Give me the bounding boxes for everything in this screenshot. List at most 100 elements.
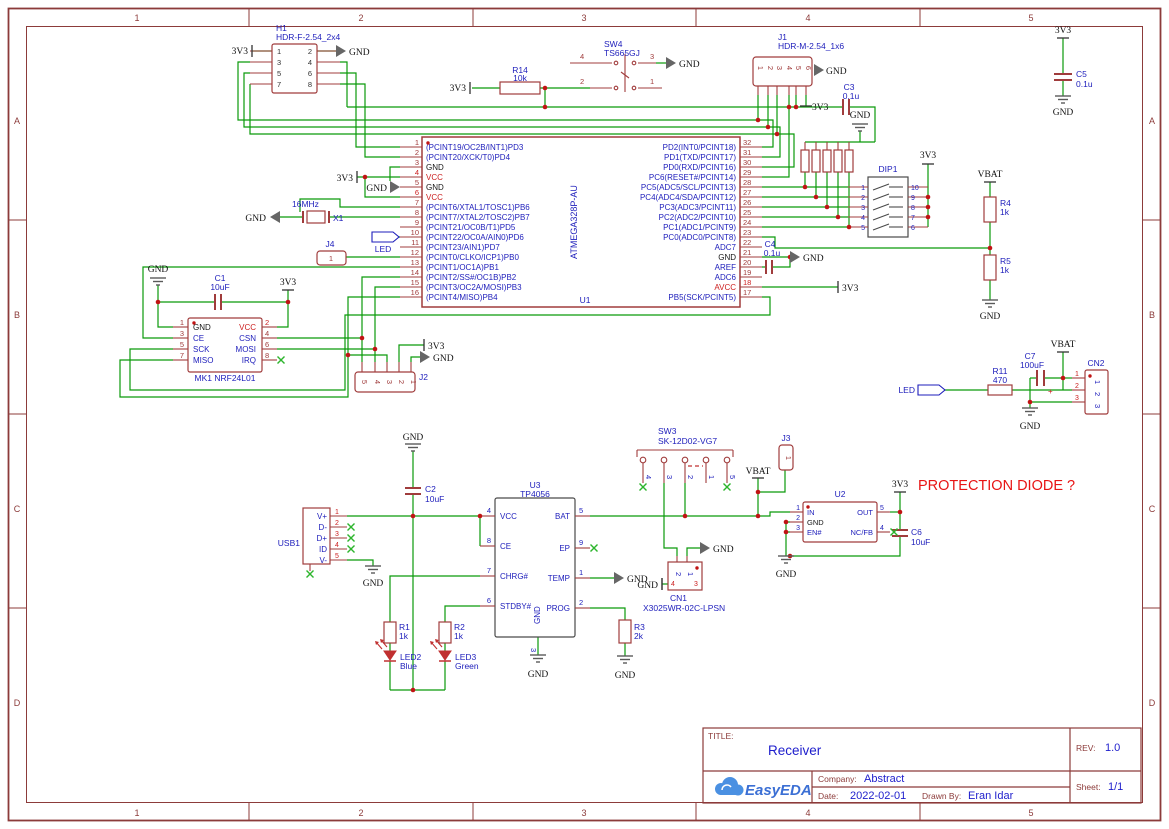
value-label: 2k (634, 631, 644, 641)
pin-number: 2 (308, 47, 312, 56)
pin-name: EP (559, 544, 570, 553)
value-label: HDR-M-2.54_1x6 (778, 41, 844, 51)
pin-name: (PCINT2/SS#/OC1B)PB2 (426, 273, 517, 282)
ref-label: U3 (530, 480, 541, 490)
junction-dot (345, 352, 351, 358)
x1-crystal[interactable]: 16MHz X1 (292, 199, 344, 224)
pin-number: 30 (743, 158, 751, 167)
resistor-network[interactable] (800, 142, 854, 173)
mk1-nrf24l01-module[interactable]: MK1 NRF24L01 (187, 317, 263, 383)
pin-number: 22 (743, 238, 751, 247)
title-block: TITLE: Receiver REV: 1.0 Company: Abstra… (702, 727, 1142, 804)
pin-number: 3 (861, 205, 865, 212)
c4-capacitor[interactable]: C4 0.1u (764, 239, 781, 274)
pin-name: V- (319, 556, 327, 565)
ref-label: USB1 (278, 538, 300, 548)
r14-resistor[interactable]: R14 10k (499, 65, 541, 95)
rev-label: REV: (1076, 743, 1096, 753)
r4-resistor[interactable]: R4 1k (983, 196, 1011, 223)
gnd-flag (390, 181, 400, 193)
c6-capacitor[interactable]: C6 10uF (892, 527, 930, 547)
led2-diode[interactable]: LED2 Blue (375, 639, 422, 671)
value-label: 10uF (210, 282, 229, 292)
value-label: SK-12D02-VG7 (658, 436, 717, 446)
h1-header[interactable]: H1 HDR-F-2.54_2x4 (271, 23, 341, 94)
value-label: 1k (454, 631, 464, 641)
pin-number: 3 (665, 475, 674, 479)
pin-number: 13 (411, 258, 419, 267)
drawn-by-value: Eran Idar (968, 790, 1014, 802)
value-label: Blue (400, 661, 417, 671)
c2-capacitor[interactable]: C2 10uF (405, 484, 444, 504)
j4-header[interactable]: J4 1 (316, 239, 347, 266)
r5-resistor[interactable]: R5 1k (983, 254, 1011, 281)
pin-name: PB5(SCK/PCINT5) (668, 293, 736, 302)
pin-number: 2 (580, 77, 584, 86)
svg-text:3V3: 3V3 (232, 47, 249, 57)
value-label: 10k (513, 73, 527, 83)
r11-resistor[interactable]: R11 470 (987, 366, 1013, 396)
pin-name: VCC (426, 173, 443, 182)
pin-number: 14 (411, 268, 419, 277)
led-netflag-cn2[interactable]: LED (898, 384, 946, 396)
junction-dot (755, 117, 761, 123)
j3-header[interactable]: J3 1 (778, 433, 794, 471)
c1-capacitor[interactable]: C1 10uF (210, 273, 230, 310)
pin-number: 6 (804, 66, 813, 70)
pin-name: PC3(ADC3/PCINT11) (659, 203, 736, 212)
j2-header[interactable]: J2 5 4 3 2 1 (354, 362, 428, 393)
svg-text:1: 1 (134, 13, 139, 23)
pin-number: 1 (1075, 371, 1079, 378)
pin-number: 5 (360, 380, 369, 384)
pin-name: VCC (239, 323, 256, 332)
led-netflag-u1[interactable]: LED (371, 231, 400, 254)
u2-regulator[interactable]: U2 (802, 489, 878, 543)
svg-text:GND: GND (803, 254, 824, 264)
sw3-slide-switch[interactable]: SW3 SK-12D02-VG7 4 3 2 1 5 (636, 426, 737, 483)
pin-number: 5 (728, 475, 737, 479)
no-connect-x (347, 523, 355, 531)
ref-label: C5 (1076, 69, 1087, 79)
pin-number: 10 (411, 228, 419, 237)
pin-number: 5 (794, 66, 803, 70)
pin-name: (PCINT0/CLKO/ICP1)PB0 (426, 253, 519, 262)
pin-name: PD0(RXD/PCINT16) (663, 163, 736, 172)
dip1-switch[interactable]: DIP1 (867, 164, 909, 238)
r1-resistor[interactable]: R1 1k (383, 621, 410, 644)
svg-text:3V3: 3V3 (812, 103, 829, 113)
c7-capacitor[interactable]: C7 100uF + (1020, 351, 1053, 396)
pin-name: PC5(ADC5/SCL/PCINT13) (641, 183, 736, 192)
value-label: 1k (1000, 265, 1010, 275)
svg-text:GND: GND (366, 184, 387, 194)
r2-resistor[interactable]: R2 1k (438, 621, 465, 644)
junction-dot (987, 245, 993, 251)
led3-diode[interactable]: LED3 Green (430, 639, 479, 671)
c5-capacitor[interactable]: C5 0.1u (1054, 69, 1093, 89)
sw4-button[interactable]: SW4 TS665GJ 4 3 2 1 (570, 39, 662, 92)
svg-text:1: 1 (134, 808, 139, 818)
pin-number: 8 (415, 208, 419, 217)
junction-dot (813, 194, 819, 200)
pin-name: CE (500, 542, 511, 551)
ref-label: J3 (782, 433, 791, 443)
pin-name: AVCC (714, 283, 736, 292)
c3-capacitor[interactable]: C3 0.1u (842, 82, 860, 115)
pin-name: CE (193, 334, 204, 343)
u3-tp4056[interactable]: U3 TP4056 GND 3 (494, 480, 576, 652)
junction-dot (765, 124, 771, 130)
j1-header[interactable]: J1 HDR-M-2.54_1x6 1 2 3 4 5 6 (752, 32, 844, 95)
pin-name: (PCINT3/OC2A/MOSI)PB3 (426, 283, 522, 292)
value-label: 0.1u (843, 91, 860, 101)
r3-resistor[interactable]: R3 2k (618, 619, 645, 644)
net-labels: 3V3 3V3 3V3 3V3 3V3 3V3 3V3 3V3 3V3 3V3 … (148, 26, 1076, 681)
svg-text:VBAT: VBAT (978, 170, 1003, 180)
cn2-connector[interactable]: CN2 1 2 3 (1084, 358, 1109, 415)
pin-name: D- (319, 523, 328, 532)
pin-number: 5 (579, 506, 583, 515)
value-label: 1k (1000, 207, 1010, 217)
u1-atmega328p[interactable]: ATMEGA328P-AU U1 (421, 136, 741, 308)
pin-number: 20 (743, 258, 751, 267)
usb1-connector[interactable]: USB1 (278, 507, 331, 571)
